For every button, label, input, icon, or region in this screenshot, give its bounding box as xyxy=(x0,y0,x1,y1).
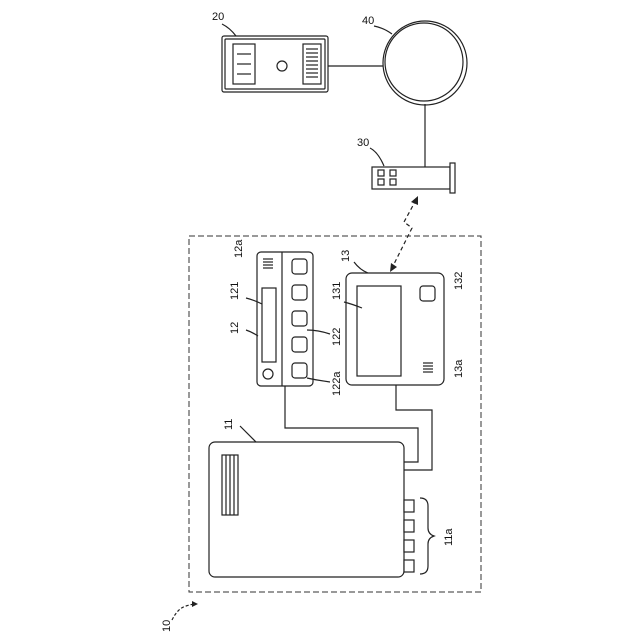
label-remote-button: 132 xyxy=(453,272,465,290)
network-circle xyxy=(383,21,467,105)
controller-button-4 xyxy=(292,337,307,352)
ports-brace xyxy=(420,498,434,574)
label-remote-speaker: 13a xyxy=(453,359,465,378)
main-device-port-1 xyxy=(404,500,414,512)
controller-button-2 xyxy=(292,285,307,300)
label-main-device: 11 xyxy=(223,419,235,430)
main-device-port-4 xyxy=(404,560,414,572)
controller-button-5 xyxy=(292,363,307,378)
wireless-link xyxy=(390,196,418,272)
label-router: 30 xyxy=(357,137,369,149)
controller-display xyxy=(262,288,276,362)
label-controller-buttons: 122 xyxy=(331,328,343,346)
main-device-port-3 xyxy=(404,540,414,552)
main-device-port-2 xyxy=(404,520,414,532)
remote-display xyxy=(357,286,401,376)
label-controller-button: 122a xyxy=(331,371,343,396)
label-controller-speaker: 12a xyxy=(233,239,245,258)
label-system: 10 xyxy=(161,620,173,632)
controller xyxy=(257,252,313,386)
label-remote: 13 xyxy=(340,250,352,262)
controller-button-1 xyxy=(292,259,307,274)
remote-button xyxy=(420,286,435,301)
main-device xyxy=(209,442,414,577)
label-controller-display: 121 xyxy=(229,282,241,300)
router xyxy=(372,163,455,193)
label-server: 20 xyxy=(212,11,224,23)
label-controller: 12 xyxy=(229,322,241,334)
server xyxy=(222,36,328,92)
remote-unit xyxy=(346,273,444,385)
label-main-device-ports: 11a xyxy=(443,528,455,546)
label-network: 40 xyxy=(362,15,374,27)
label-remote-display: 131 xyxy=(331,282,343,300)
controller-button-3 xyxy=(292,311,307,326)
